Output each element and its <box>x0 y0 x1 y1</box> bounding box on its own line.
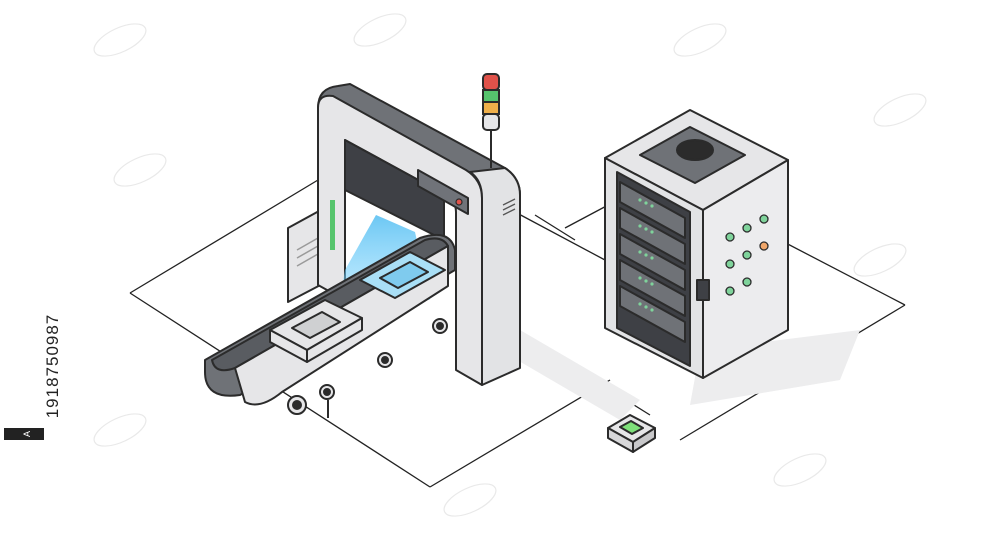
svg-text:A: A <box>22 431 32 437</box>
stock-logo-icon: A <box>4 428 44 440</box>
server-rack <box>604 109 789 379</box>
watermark-pattern <box>93 13 927 517</box>
sensor-node <box>607 414 656 453</box>
machined-parts <box>269 251 446 363</box>
signal-tower-light <box>482 73 500 168</box>
stock-id-label: 1918750987 <box>43 313 62 419</box>
server-leds <box>725 214 769 296</box>
server-drive-indicators <box>638 198 654 312</box>
scanner-machine <box>287 83 521 386</box>
